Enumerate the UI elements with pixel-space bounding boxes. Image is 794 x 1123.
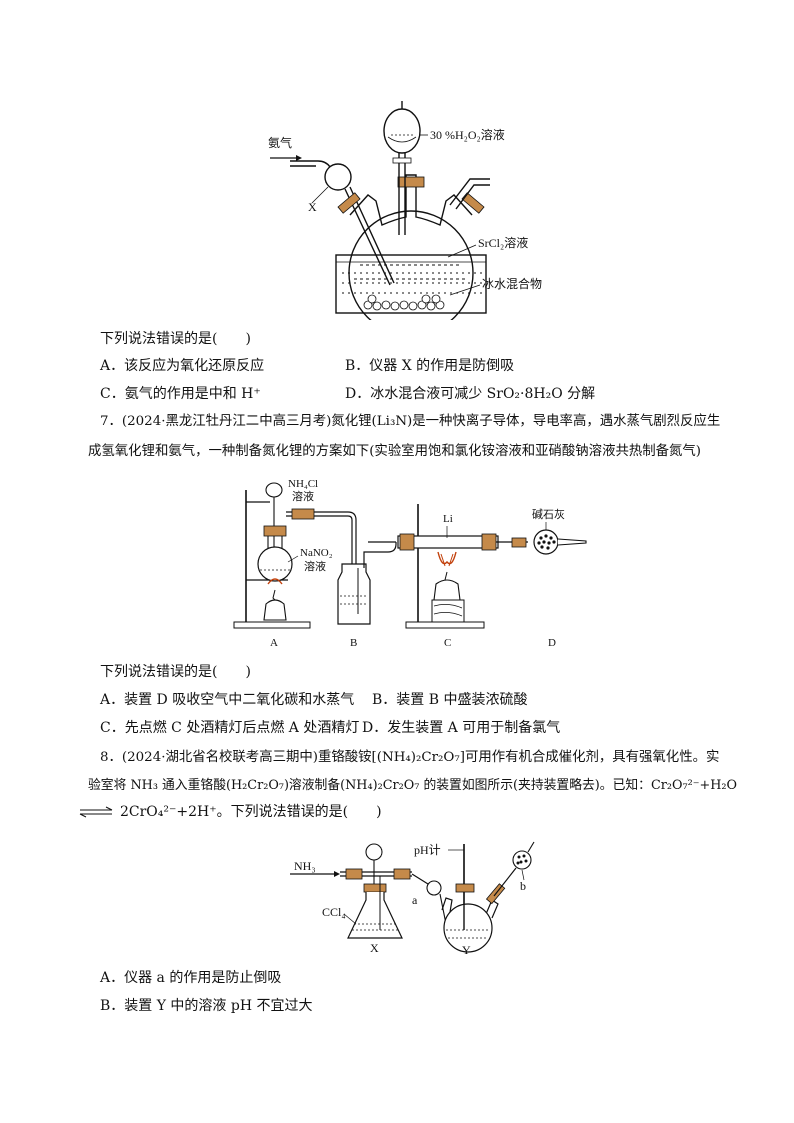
q8-option-a[interactable]: A．仪器 a 的作用是防止倒吸 xyxy=(100,970,282,986)
q8-stem-line1: 8．(2024·湖北省名校联考高三期中)重铬酸铵[(NH₄)₂Cr₂O₇]可用作… xyxy=(100,750,720,765)
fig1-bath-label: 冰水混合物 xyxy=(482,276,542,291)
q8-stem-line2: 验室将 NH₃ 通入重铬酸(H₂Cr₂O₇)溶液制备(NH₄)₂Cr₂O₇ 的装… xyxy=(88,778,738,793)
q7-option-c[interactable]: C．先点燃 C 处酒精灯后点燃 A 处酒精灯 xyxy=(100,720,360,736)
q8-stem-line3: 2CrO₄²⁻+2H⁺。下列说法错误的是( ) xyxy=(120,804,382,820)
figure-srcl2-apparatus: 氨气 X 30 %H₂O₂溶液 SrCl₂溶液 xyxy=(268,101,542,320)
fig2-li-label: Li xyxy=(443,513,453,525)
q6-option-a[interactable]: A．该反应为氧化还原反应 xyxy=(100,358,265,374)
fig2-label-b: B xyxy=(350,637,357,649)
q7-option-d[interactable]: D．发生装置 A 可用于制备氯气 xyxy=(362,720,561,736)
fig1-x-label: X xyxy=(308,200,317,214)
q7-prompt: 下列说法错误的是( ) xyxy=(100,664,251,680)
q7-option-a[interactable]: A．装置 D 吸收空气中二氧化碳和水蒸气 xyxy=(100,692,355,708)
fig2-label-c: C xyxy=(444,637,451,649)
fig3-b-label: b xyxy=(520,879,526,893)
fig3-y-label: Y xyxy=(462,943,471,957)
figure-li3n-apparatus: NH₄Cl 溶液 NaNO₂ 溶液 Li xyxy=(233,478,587,649)
fig3-ph-label: pH计 xyxy=(414,843,441,857)
fig2-nano2-label2: 溶液 xyxy=(304,559,326,573)
fig2-label-d: D xyxy=(548,637,556,649)
fig2-nano2-label: NaNO₂ xyxy=(300,547,333,559)
fig3-x-label: X xyxy=(370,941,379,955)
fig1-solution-label: SrCl₂溶液 xyxy=(478,235,528,250)
figure-ammonium-dichromate-apparatus: NH₃ CCl₄ X a pH计 Y xyxy=(290,841,535,957)
fig3-a-label: a xyxy=(412,893,418,907)
q7-stem-line2: 成氢氧化锂和氨气，一种制备氮化锂的方案如下(实验室用饱和氯化铵溶液和亚硝酸钠溶液… xyxy=(88,444,702,459)
q6-prompt: 下列说法错误的是( ) xyxy=(100,331,251,347)
fig2-soda-lime-label: 碱石灰 xyxy=(532,507,565,521)
q8-option-b[interactable]: B．装置 Y 中的溶液 pH 不宜过大 xyxy=(100,998,313,1014)
fig3-ccl4-label: CCl₄ xyxy=(322,905,346,919)
fig2-nh4cl-label: NH₄Cl xyxy=(288,478,318,490)
q6-option-b[interactable]: B．仪器 X 的作用是防倒吸 xyxy=(345,358,515,374)
fig1-gas-label: 氨气 xyxy=(268,135,292,150)
q7-option-b[interactable]: B．装置 B 中盛装浓硫酸 xyxy=(372,692,528,708)
fig2-label-a: A xyxy=(270,637,278,649)
q6-option-d[interactable]: D．冰水混合液可减少 SrO₂·8H₂O 分解 xyxy=(345,386,596,402)
equilibrium-arrow xyxy=(79,806,113,818)
fig1-funnel-label: 30 %H₂O₂溶液 xyxy=(430,127,505,142)
fig2-nh4cl-label2: 溶液 xyxy=(292,489,314,503)
q7-stem-line1: 7．(2024·黑龙江牡丹江二中高三月考)氮化锂(Li₃N)是一种快离子导体，导… xyxy=(100,414,721,429)
fig3-nh3-label: NH₃ xyxy=(294,859,316,873)
q6-option-c[interactable]: C．氨气的作用是中和 H⁺ xyxy=(100,386,261,402)
